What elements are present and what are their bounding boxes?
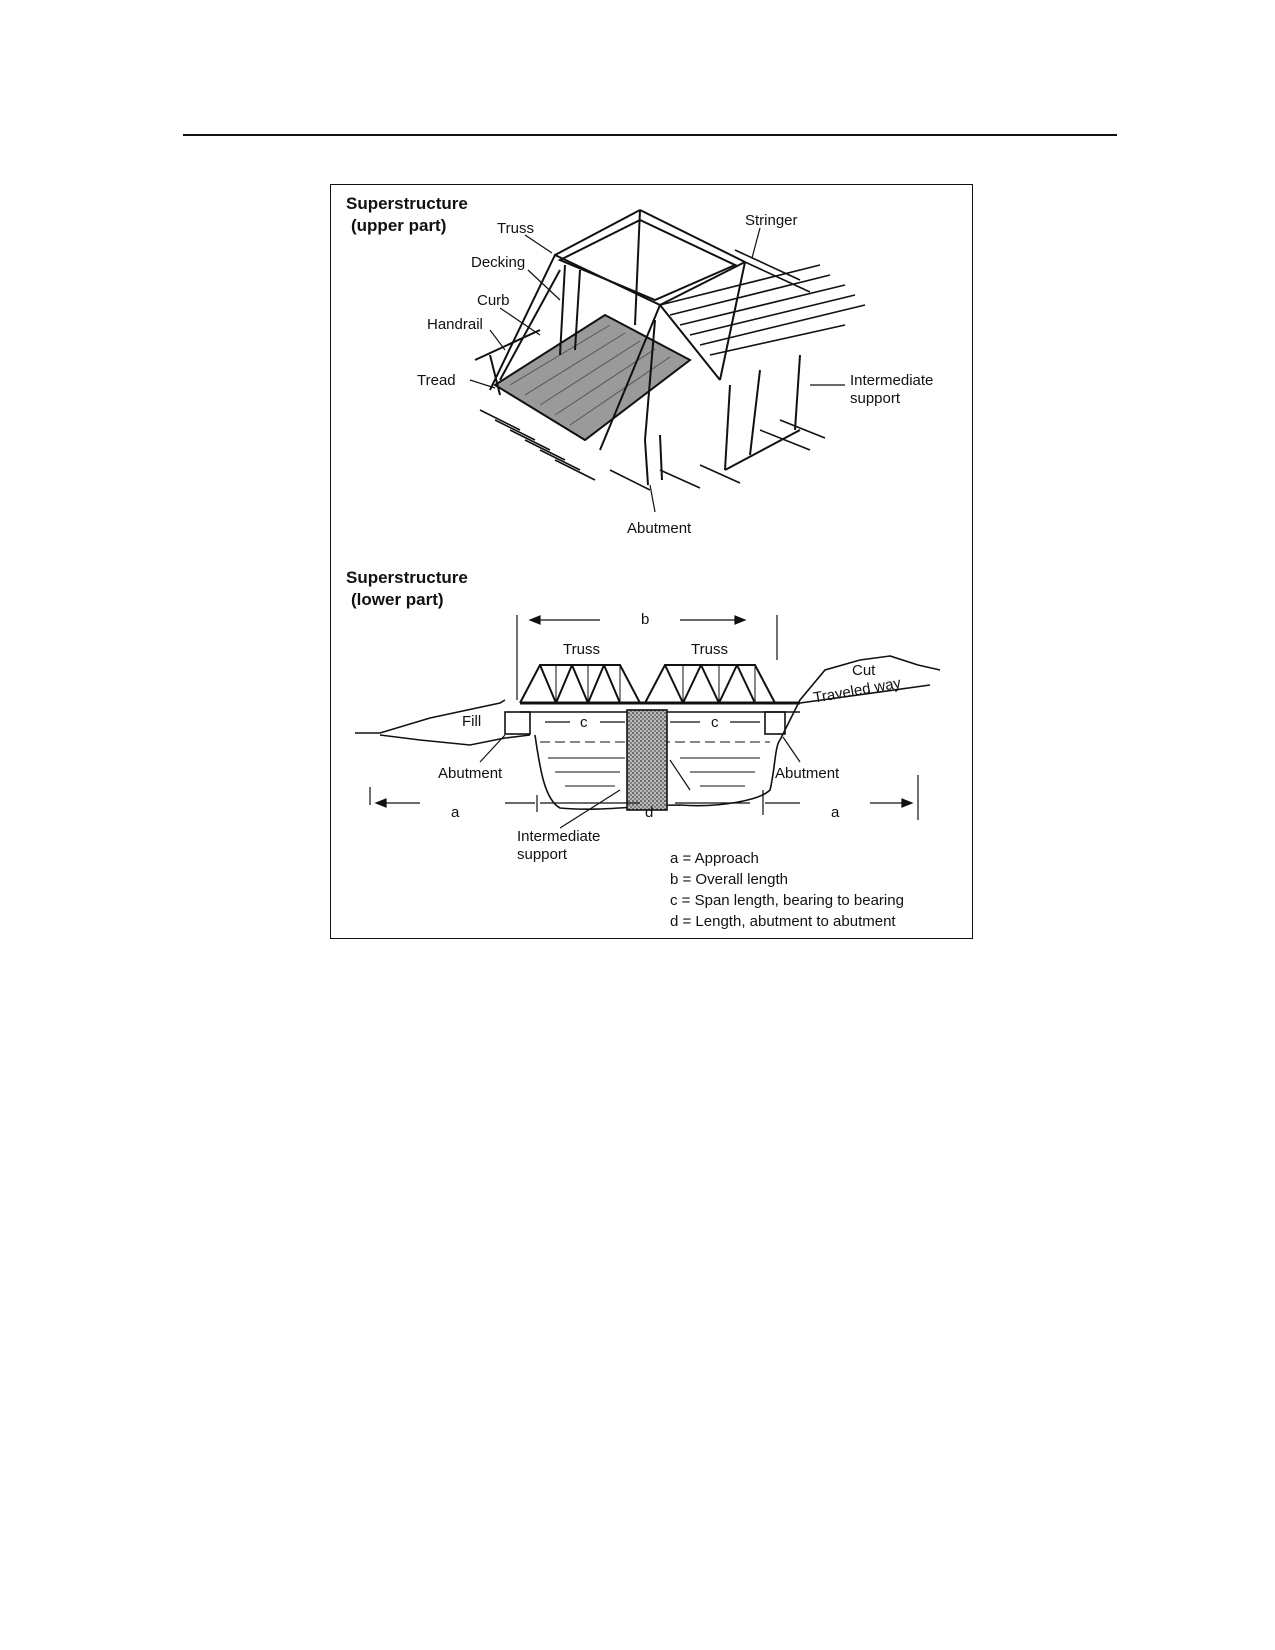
intermediate-pier [626, 709, 668, 811]
label-intermediate-support-lower-line1: Intermediate [517, 828, 601, 845]
abutment-left-block [504, 711, 531, 735]
dimension-lines [369, 615, 919, 820]
label-stringer: Stringer [745, 212, 798, 229]
label-a-right: a [831, 804, 840, 821]
label-tread: Tread [417, 372, 456, 389]
label-intermediate-support-lower-line2: support [517, 846, 568, 863]
terrain-right-cut [779, 655, 941, 741]
upper-leader-lines [469, 227, 845, 513]
label-abutment-upper: Abutment [627, 520, 692, 537]
truss-left [519, 664, 641, 704]
label-c-left: c [580, 714, 588, 731]
legend-item: b = Overall length [670, 871, 788, 888]
lower-leader-lines [479, 734, 801, 829]
lower-title: Superstructure (lower part) [346, 567, 468, 611]
legend-item: c = Span length, bearing to bearing [670, 892, 904, 909]
label-b: b [641, 611, 650, 628]
upper-title: Superstructure (upper part) [346, 193, 468, 237]
label-intermediate-support-upper-line2: support [850, 390, 901, 407]
legend-item: a = Approach [670, 850, 759, 867]
label-abutment-right: Abutment [775, 765, 840, 782]
upper-title-line2: (upper part) [351, 216, 447, 235]
legend-item: d = Length, abutment to abutment [670, 913, 896, 930]
label-abutment-left: Abutment [438, 765, 503, 782]
label-fill: Fill [462, 713, 482, 730]
label-a-left: a [451, 804, 460, 821]
river-valley [534, 734, 781, 810]
tread-deck [493, 313, 692, 442]
label-truss-left: Truss [563, 641, 600, 658]
stringers [659, 249, 866, 356]
label-intermediate-support-upper: Intermediate support [850, 372, 933, 408]
label-d: d [645, 804, 654, 821]
truss-right [644, 664, 776, 704]
label-truss-right: Truss [691, 641, 728, 658]
label-decking: Decking [471, 254, 526, 271]
upper-title-line1: Superstructure [346, 194, 468, 213]
lower-title-line2: (lower part) [351, 590, 444, 609]
terrain-left [355, 699, 506, 734]
abutment-right-block [764, 711, 786, 735]
label-intermediate-support-lower: Intermediate support [517, 828, 600, 864]
label-intermediate-support-upper-line1: Intermediate [850, 372, 934, 389]
label-truss: Truss [497, 220, 534, 237]
label-cut: Cut [852, 662, 876, 679]
label-handrail: Handrail [427, 316, 483, 333]
sleepers [479, 409, 826, 491]
lower-title-line1: Superstructure [346, 568, 468, 587]
label-curb: Curb [477, 292, 510, 309]
legend: a = Approach b = Overall length c = Span… [670, 848, 904, 932]
label-c-right: c [711, 714, 719, 731]
figure-frame [330, 184, 973, 939]
header-rule [183, 134, 1117, 136]
